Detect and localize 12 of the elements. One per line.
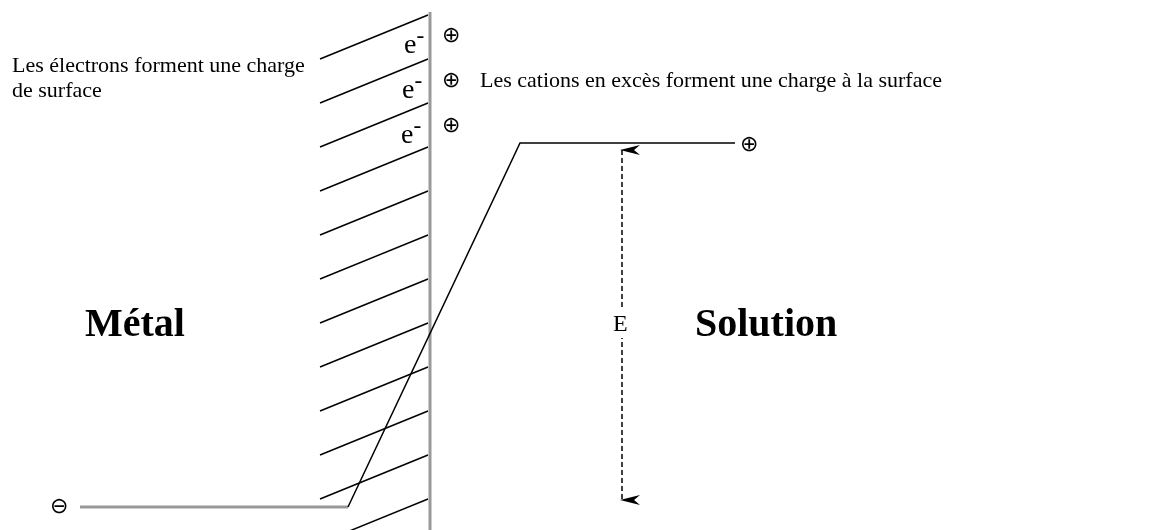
electron-symbol: e$^{-}$	[404, 22, 425, 61]
annotation-text: Les cations en excès forment une charge à la surface	[480, 67, 942, 93]
cation-symbol: ⊕	[442, 67, 460, 93]
electron-symbol: e$^{-}$	[402, 67, 423, 106]
region-label: Solution	[695, 300, 838, 346]
cation-symbol: ⊕	[740, 131, 758, 157]
cation-symbol: ⊕	[442, 22, 460, 48]
electron-symbol: e$^{-}$	[401, 112, 422, 151]
anion-symbol: ⊖	[50, 493, 68, 519]
region-label: Métal	[85, 300, 185, 346]
annotation-text: Les électrons forment une charge de surface	[12, 52, 306, 103]
cation-symbol: ⊕	[442, 112, 460, 138]
